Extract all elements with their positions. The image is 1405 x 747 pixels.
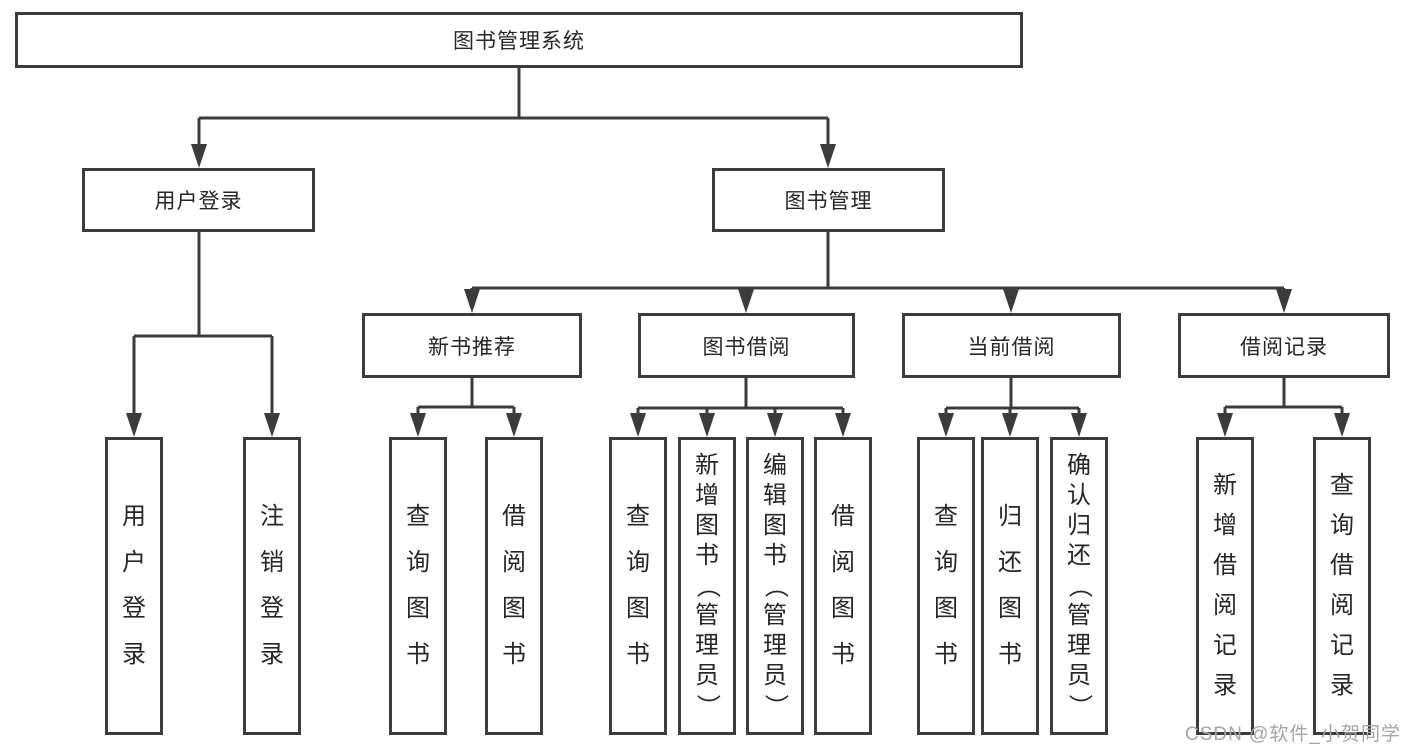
arrowhead [506, 413, 522, 437]
leaf-logout: 注销登录 [243, 437, 301, 735]
node-current-borrow: 当前借阅 [902, 313, 1121, 378]
node-borrow-records: 借阅记录 [1178, 313, 1390, 378]
leaf-query-borrow-record: 查询借阅记录 [1313, 437, 1371, 735]
connector-user-login [132, 232, 274, 418]
arrowhead [1002, 413, 1018, 437]
arrowhead [699, 413, 715, 437]
arrowhead [1334, 413, 1350, 437]
connector-borrow-records [1223, 378, 1344, 418]
node-new-book-recommend-label: 新书推荐 [428, 335, 516, 359]
leaf-add-borrow-record: 新增借阅记录 [1196, 437, 1254, 735]
csdn-watermark: CSDN @软件_小贺同学 [1185, 724, 1401, 745]
arrowhead [410, 413, 426, 437]
leaf-query-book-recommend: 查询图书 [389, 437, 447, 735]
node-current-borrow-label: 当前借阅 [967, 335, 1056, 359]
node-root: 图书管理系统 [15, 12, 1023, 68]
arrowhead [264, 413, 280, 437]
arrowhead [191, 144, 207, 168]
leaf-return-book: 归还图书 [981, 437, 1039, 735]
leaf-borrow-book: 借阅图书 [814, 437, 872, 735]
leaf-borrow-book-recommend: 借阅图书 [485, 437, 543, 735]
connector-current-borrow [944, 378, 1081, 418]
arrowhead [1003, 289, 1019, 313]
arrowhead [738, 289, 754, 313]
arrowhead [1217, 413, 1233, 437]
arrowhead [820, 144, 836, 168]
leaf-confirm-return-admin: 确认归还（管理员） [1050, 437, 1108, 735]
node-book-borrow-label: 图书借阅 [702, 335, 791, 359]
node-user-login: 用户登录 [82, 168, 315, 232]
connector-new-book-recommend [416, 378, 516, 418]
arrowheads [126, 144, 1350, 437]
arrowhead [126, 413, 142, 437]
connector-book-management [470, 232, 1286, 296]
leaf-query-book-borrow: 查询图书 [609, 437, 667, 735]
node-new-book-recommend: 新书推荐 [362, 313, 582, 378]
node-book-borrow: 图书借阅 [638, 313, 855, 378]
node-book-management-label: 图书管理 [784, 190, 873, 213]
arrowhead [938, 413, 954, 437]
node-root-label: 图书管理系统 [453, 30, 585, 53]
node-book-management: 图书管理 [712, 168, 945, 232]
arrowhead [1276, 289, 1292, 313]
arrowhead [464, 289, 480, 313]
arrowhead [767, 413, 783, 437]
connector-book-borrow [636, 378, 845, 418]
node-user-login-label: 用户登录 [154, 190, 243, 213]
connector-root [197, 68, 830, 150]
node-borrow-records-label: 借阅记录 [1240, 335, 1328, 359]
leaf-add-book-admin: 新增图书（管理员） [678, 437, 736, 735]
arrowhead [1071, 413, 1087, 437]
leaf-edit-book-admin: 编辑图书（管理员） [746, 437, 804, 735]
arrowhead [835, 413, 851, 437]
arrowhead [630, 413, 646, 437]
leaf-query-book-current: 查询图书 [917, 437, 975, 735]
leaf-user-login: 用户登录 [105, 437, 163, 735]
